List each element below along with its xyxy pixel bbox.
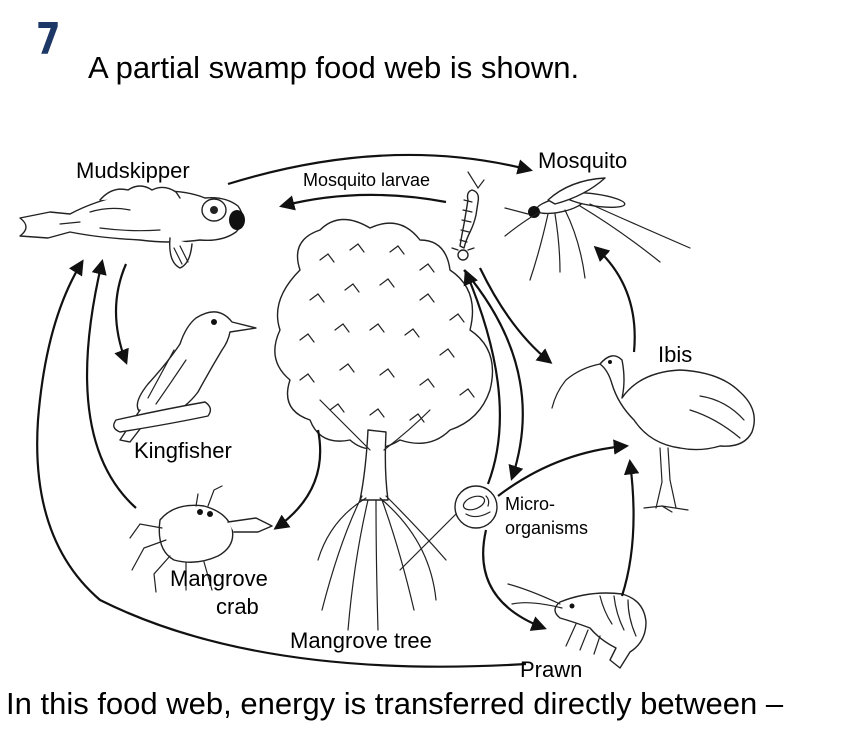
- label-mangrove-crab-line2: crab: [216, 594, 259, 619]
- label-microorganisms-line1: Micro-: [505, 494, 555, 514]
- arrow-micro-to-larvae: [463, 269, 501, 485]
- label-ibis: Ibis: [658, 342, 692, 367]
- arrow-larvae-to-micro: [463, 269, 524, 481]
- label-kingfisher: Kingfisher: [134, 438, 232, 463]
- arrow-prawn-to-ibis: [620, 458, 640, 597]
- arrow-tree-to-crab: [273, 429, 322, 530]
- label-mangrove-tree: Mangrove tree: [290, 628, 432, 653]
- question-prompt: In this food web, energy is transferred …: [6, 686, 784, 721]
- label-mosquito-larvae: Mosquito larvae: [303, 170, 430, 190]
- kingfisher-illustration: [113, 311, 257, 443]
- prawn-illustration: [507, 583, 647, 669]
- arrow-micro-to-ibis: [497, 439, 630, 497]
- label-mangrove-crab-line1: Mangrove: [170, 566, 268, 591]
- arrow-larvae-to-ibis: [479, 267, 553, 364]
- mangrove-tree-illustration: [274, 218, 494, 631]
- microorganisms-illustration: [454, 485, 498, 529]
- connector-tree-to-micro: [399, 513, 457, 571]
- label-prawn: Prawn: [520, 657, 582, 682]
- question-number: 7: [36, 14, 60, 65]
- label-microorganisms-line2: organisms: [505, 518, 588, 538]
- ibis-illustration: [551, 355, 755, 513]
- mosquito-illustration: [504, 177, 691, 281]
- arrow-mudskipper-to-mosquito: [227, 153, 533, 186]
- arrow-prawn-to-mudskipper: [36, 259, 527, 668]
- question-stem: A partial swamp food web is shown.: [88, 50, 580, 85]
- mosquito-larvae-illustration: [451, 171, 485, 261]
- arrow-mudskipper-to-kingfisher: [114, 263, 129, 365]
- mudskipper-illustration: [19, 185, 245, 269]
- energy-flow-arrows: [36, 153, 640, 668]
- label-mudskipper: Mudskipper: [76, 158, 190, 183]
- mangrove-crab-illustration: [129, 485, 273, 593]
- arrow-micro-to-prawn: [482, 529, 547, 631]
- arrow-ibis-to-mosquito: [593, 245, 636, 353]
- arrow-larvae-to-mudskipper: [279, 193, 447, 211]
- label-mosquito: Mosquito: [538, 148, 627, 173]
- arrow-crab-to-mudskipper: [85, 259, 137, 509]
